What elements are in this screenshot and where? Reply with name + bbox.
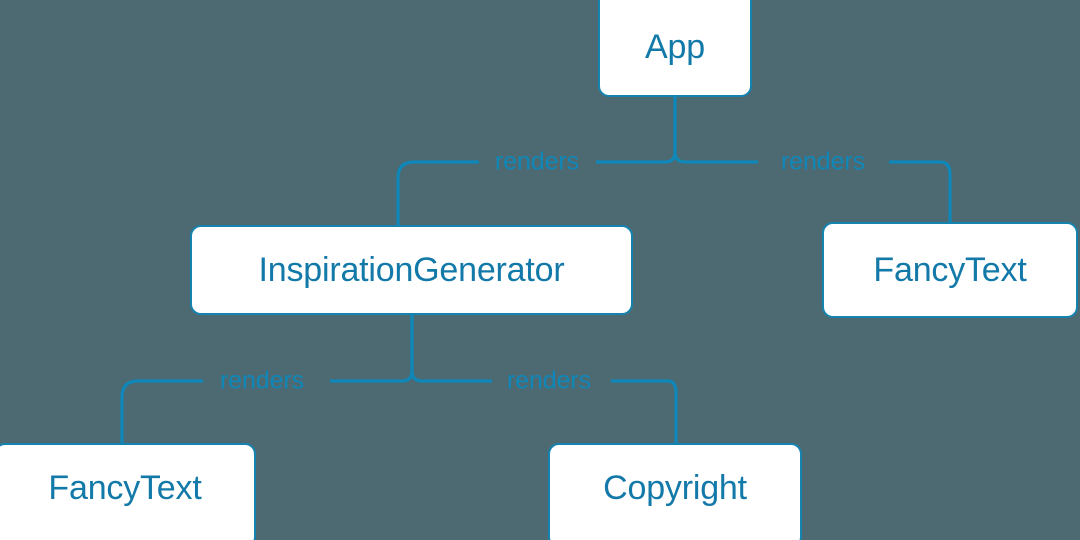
edge-inspiration-to-copyright-turn bbox=[664, 379, 678, 444]
node-inspiration-generator[interactable]: InspirationGenerator bbox=[190, 225, 633, 315]
node-fancytext-right[interactable]: FancyText bbox=[822, 222, 1078, 318]
edge-label-app-to-fancytext: renders bbox=[780, 147, 866, 176]
edge-app-stem-left bbox=[664, 97, 677, 164]
edge-inspiration-stem-left bbox=[401, 315, 414, 383]
node-fancytext-bottom[interactable]: FancyText bbox=[0, 443, 256, 540]
node-inspiration-generator-label: InspirationGenerator bbox=[258, 250, 565, 289]
edge-app-to-inspiration-turn bbox=[396, 160, 424, 226]
node-fancytext-bottom-label: FancyText bbox=[48, 469, 202, 507]
edge-label-app-to-inspiration: renders bbox=[494, 147, 580, 176]
node-copyright-label: Copyright bbox=[603, 469, 747, 507]
node-app[interactable]: App bbox=[598, 0, 752, 97]
node-app-label: App bbox=[645, 28, 705, 66]
edge-label-inspiration-to-fancytext: renders bbox=[219, 366, 305, 395]
node-fancytext-right-label: FancyText bbox=[873, 250, 1027, 289]
node-copyright[interactable]: Copyright bbox=[548, 443, 802, 540]
edge-app-to-fancytext-turn bbox=[936, 160, 952, 223]
edge-inspiration-to-fancytext-turn bbox=[120, 379, 148, 444]
edge-label-inspiration-to-copyright: renders bbox=[506, 366, 592, 395]
